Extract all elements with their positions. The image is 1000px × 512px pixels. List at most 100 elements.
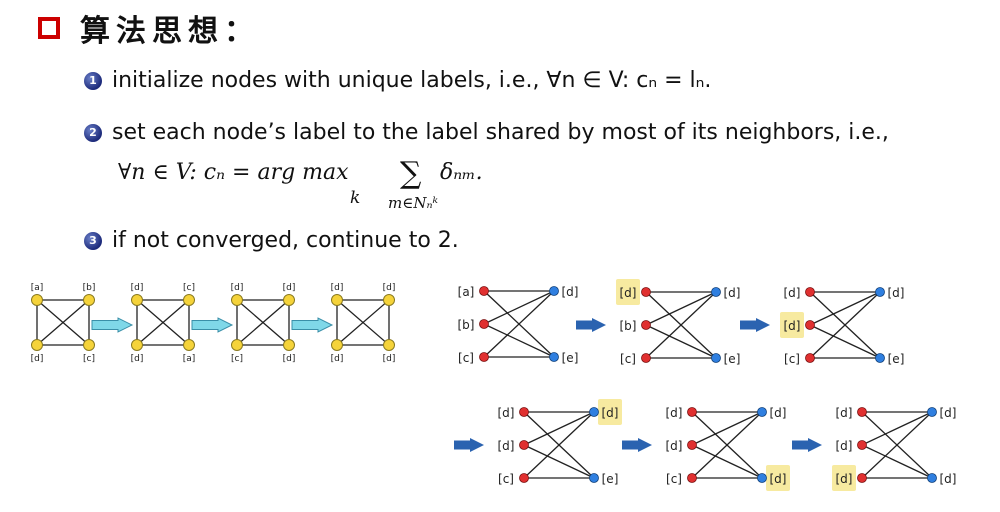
right-node	[927, 407, 937, 417]
left-node	[519, 440, 529, 450]
left-node	[519, 407, 529, 417]
right-node	[757, 473, 767, 483]
graph-edge	[861, 411, 933, 479]
right-node	[875, 287, 885, 297]
step-3-text: if not converged, continue to 2.	[112, 228, 459, 253]
node-label: [d]	[602, 406, 619, 420]
node-label: [d]	[383, 283, 396, 293]
node-label: [c]	[666, 472, 682, 486]
node-label: [c]	[231, 354, 243, 364]
graph-edge	[691, 411, 763, 479]
label-highlight	[832, 465, 856, 491]
node-label: [d]	[784, 319, 801, 333]
node-label: [d]	[940, 406, 957, 420]
graph-edge	[336, 299, 390, 346]
step-2: 2 set each node’s label to the label sha…	[84, 118, 889, 148]
node-label: [d]	[131, 283, 144, 293]
graph-node	[383, 294, 395, 306]
numbered-bullet-icon: 3	[84, 232, 102, 250]
graph-edge	[523, 411, 595, 479]
left-node	[805, 320, 815, 330]
graph-edge	[136, 299, 190, 346]
graph-edge	[236, 299, 290, 346]
formula-sum-subscript: m∈Nₙᵏ	[388, 194, 439, 212]
node-label: [b]	[620, 319, 637, 333]
left-node	[479, 352, 489, 362]
node-label: [b]	[83, 283, 96, 293]
graph-edge	[645, 291, 717, 359]
node-label: [c]	[784, 352, 800, 366]
right-node	[549, 286, 559, 296]
left-node	[687, 407, 697, 417]
step-1: 1 initialize nodes with unique labels, i…	[84, 66, 711, 96]
transition-arrow-icon	[792, 438, 822, 452]
graph-node	[183, 294, 195, 306]
node-label: [a]	[183, 354, 196, 364]
graph-edge	[483, 323, 555, 358]
left-node	[687, 440, 697, 450]
graph-node	[83, 339, 95, 351]
node-label: [c]	[183, 283, 195, 293]
title-text: 算法思想：	[80, 14, 260, 49]
label-highlight	[780, 312, 804, 338]
transition-arrow-icon	[191, 317, 234, 333]
node-label: [d]	[498, 439, 515, 453]
left-node	[641, 320, 651, 330]
node-label: [e]	[888, 352, 905, 366]
left-node	[479, 319, 489, 329]
left-node	[857, 440, 867, 450]
transition-arrow-icon	[576, 318, 606, 332]
slide-title: 算法思想：	[38, 8, 260, 49]
label-highlight	[616, 279, 640, 305]
graph-node	[183, 339, 195, 351]
graph-edge	[523, 444, 595, 479]
graph-node	[31, 339, 43, 351]
formula-lhs: ∀n ∈ V: cₙ = arg max	[118, 160, 349, 185]
graph-node	[231, 339, 243, 351]
node-label: [d]	[666, 439, 683, 453]
step-2-text: set each node’s label to the label share…	[112, 120, 889, 145]
node-label: [d]	[836, 439, 853, 453]
step-3: 3 if not converged, continue to 2.	[84, 226, 459, 256]
node-label: [d]	[666, 406, 683, 420]
left-node	[479, 286, 489, 296]
node-label: [d]	[836, 406, 853, 420]
numbered-bullet-icon: 1	[84, 72, 102, 90]
formula-sum-symbol: ∑	[400, 156, 422, 191]
left-node	[641, 353, 651, 363]
node-label: [d]	[562, 285, 579, 299]
node-label: [d]	[784, 286, 801, 300]
graph-node	[331, 294, 343, 306]
left-node	[857, 407, 867, 417]
right-node	[589, 407, 599, 417]
node-label: [d]	[131, 354, 144, 364]
left-node	[519, 473, 529, 483]
formula-max-subscript: k	[350, 188, 361, 208]
graph-edge	[861, 411, 933, 446]
graph-node	[283, 294, 295, 306]
step-2-formula: ∀n ∈ V: cₙ = arg max k ∑ m∈Nₙᵏ δₙₘ.	[118, 156, 618, 220]
graph-edge	[645, 324, 717, 359]
right-node	[711, 287, 721, 297]
node-label: [d]	[231, 283, 244, 293]
left-node	[641, 287, 651, 297]
right-node	[927, 473, 937, 483]
node-label: [a]	[31, 283, 44, 293]
node-label: [e]	[724, 352, 741, 366]
left-node	[687, 473, 697, 483]
graph-edge	[483, 290, 555, 325]
node-label: [d]	[724, 286, 741, 300]
transition-arrow-icon	[91, 317, 134, 333]
graph-node	[383, 339, 395, 351]
graph-edge	[523, 411, 595, 446]
node-label: [d]	[620, 286, 637, 300]
node-label: [e]	[602, 472, 619, 486]
graph-edge	[809, 324, 881, 359]
right-node	[875, 353, 885, 363]
graph-edge	[36, 299, 90, 346]
node-label: [d]	[331, 283, 344, 293]
left-node	[857, 473, 867, 483]
square-bullet-icon	[38, 17, 60, 39]
graph-node	[31, 294, 43, 306]
graph-edge	[645, 291, 717, 326]
